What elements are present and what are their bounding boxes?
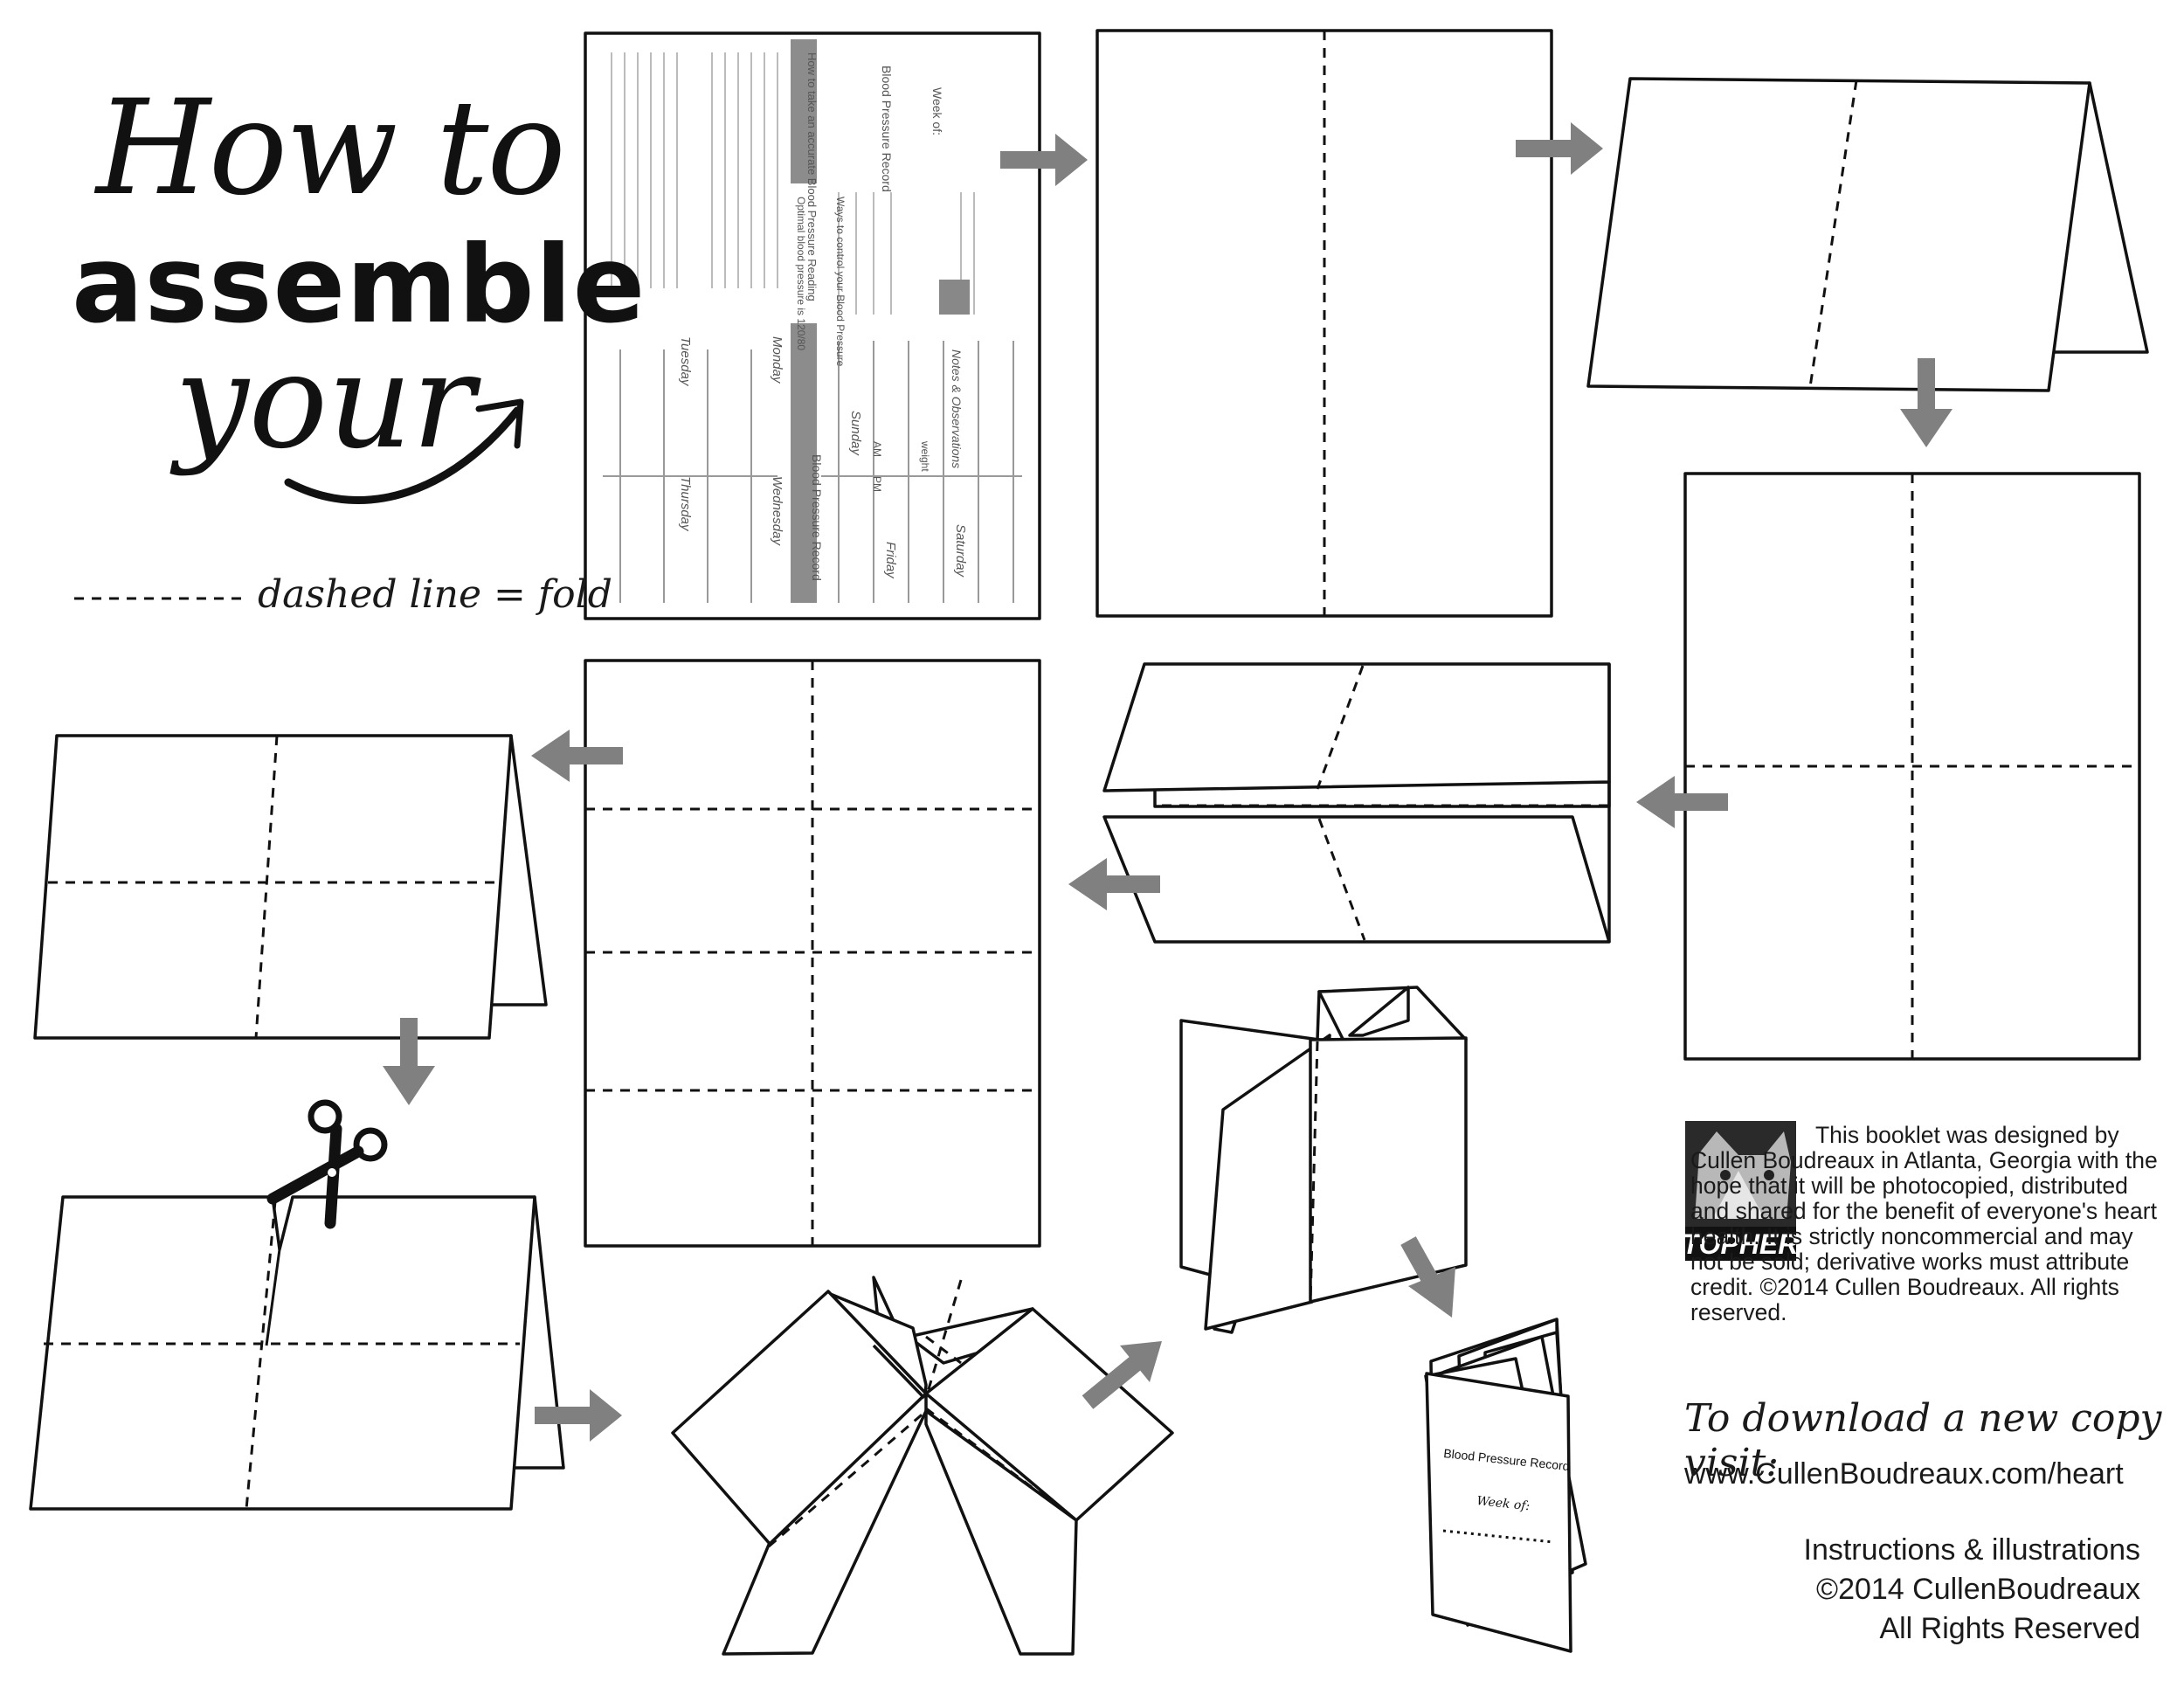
template-day-saturday: Saturday xyxy=(953,524,968,578)
template-weight: weight xyxy=(919,440,931,472)
template-am: AM xyxy=(871,441,883,457)
footer-line-2: ©2014 CullenBoudreaux xyxy=(1804,1570,2141,1609)
title-line-2: assemble xyxy=(72,232,646,338)
template-notes: Notes & Observations xyxy=(950,349,964,468)
footer-line-1: Instructions & illustrations xyxy=(1804,1531,2141,1570)
step-11-booklet: Blood Pressure Record Week of: xyxy=(1426,1319,1586,1651)
template-header-2: Blood Pressure Record xyxy=(880,66,894,192)
template-day-monday: Monday xyxy=(770,336,784,384)
template-day-sunday: Sunday xyxy=(848,411,863,456)
download-url[interactable]: www.CullenBoudreaux.com/heart xyxy=(1684,1457,2124,1491)
step-9-star-fold xyxy=(673,1277,1172,1654)
step-2-sheet-fold-line xyxy=(1097,31,1552,616)
footer-credits: Instructions & illustrations ©2014 Culle… xyxy=(1804,1531,2141,1649)
step-8-cut-tent xyxy=(31,1197,563,1509)
title-line-3: your xyxy=(175,336,474,467)
template-optimal: Optimal blood pressure is 120/80 xyxy=(795,197,807,350)
template-day-tuesday: Tuesday xyxy=(678,336,693,387)
template-day-thursday: Thursday xyxy=(678,476,693,532)
template-day-friday: Friday xyxy=(883,542,898,579)
step-6-eight-panels xyxy=(585,661,1040,1246)
step-7-folded-tent-quarters xyxy=(35,736,546,1038)
legend-text: dashed line = fold xyxy=(258,572,612,617)
template-ways: Ways to control your Blood Pressure xyxy=(834,197,847,367)
footer-line-3: All Rights Reserved xyxy=(1804,1609,2141,1649)
title-line-1: How to xyxy=(96,83,564,214)
credit-text: This booklet was designed by Cullen Boud… xyxy=(1690,1123,2167,1325)
step-1-template-sheet: Blood Pressure Record Blood Pressure Rec… xyxy=(585,33,1040,619)
credit-block: This booklet was designed by Cullen Boud… xyxy=(1690,1123,2167,1325)
step-3-folded-tent xyxy=(1588,79,2147,391)
template-photo xyxy=(939,280,970,315)
template-header: Blood Pressure Record xyxy=(810,454,824,581)
step-4-open-quarters xyxy=(1685,474,2139,1059)
step-5-gate-fold xyxy=(1104,664,1609,942)
template-week-of: Week of: xyxy=(930,87,944,135)
template-day-wednesday: Wednesday xyxy=(770,476,784,546)
template-pm: PM xyxy=(871,476,883,492)
